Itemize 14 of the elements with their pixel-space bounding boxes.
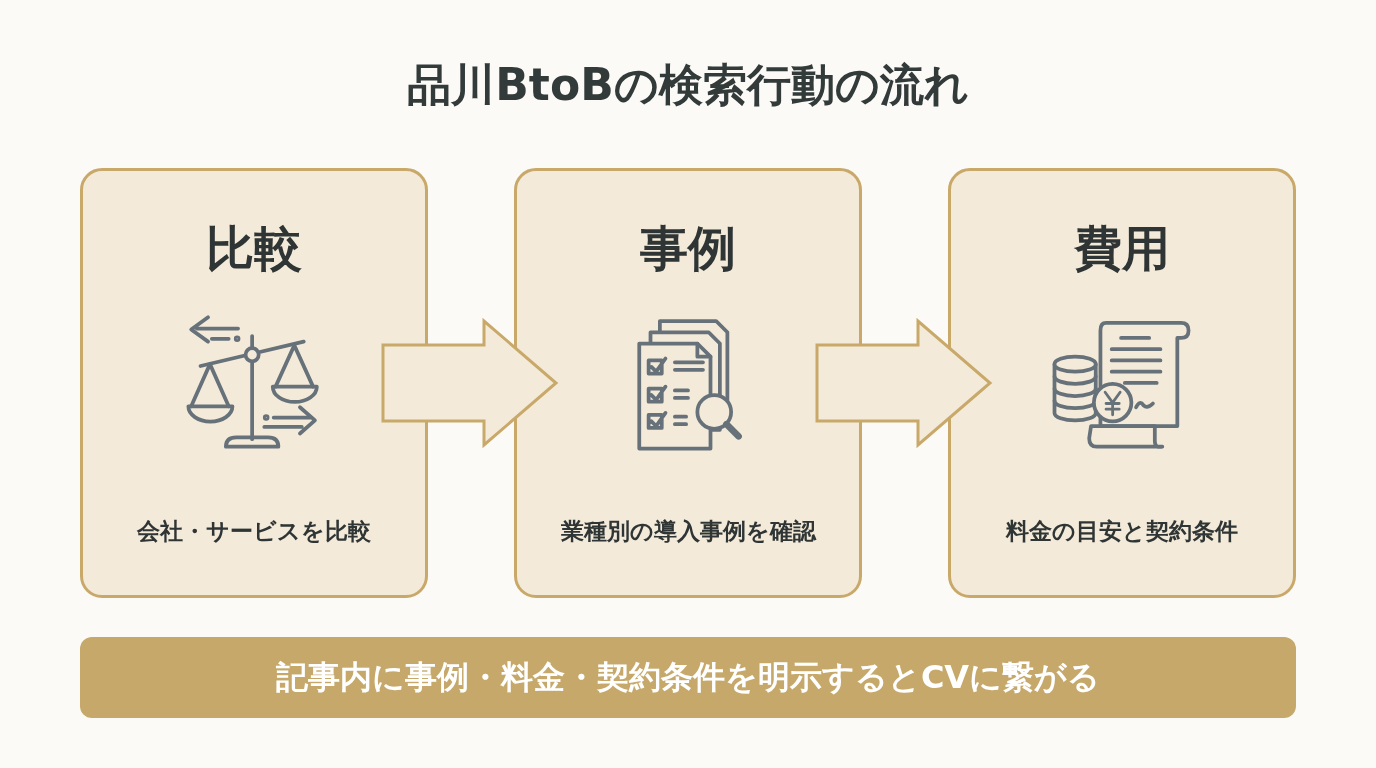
step-card — [514, 168, 862, 598]
block-arrow — [381, 317, 559, 449]
block-arrow — [815, 317, 993, 449]
step-description: 会社・サービスを比較 — [136, 517, 372, 546]
step-description: 業種別の導入事例を確認 — [559, 517, 818, 546]
title: 品川BtoBの検索行動の流れ — [406, 58, 970, 112]
conclusion-text: 記事内に事例・料金・契約条件を明示するとCVに繋がる — [274, 657, 1102, 698]
step-card — [948, 168, 1296, 598]
step-description: 料金の目安と契約条件 — [1004, 517, 1239, 546]
step-card — [80, 168, 428, 598]
step-heading: 費用 — [1073, 219, 1171, 278]
step-heading: 比較 — [205, 219, 303, 278]
step-heading: 事例 — [639, 219, 737, 278]
conclusion-banner — [80, 637, 1296, 718]
